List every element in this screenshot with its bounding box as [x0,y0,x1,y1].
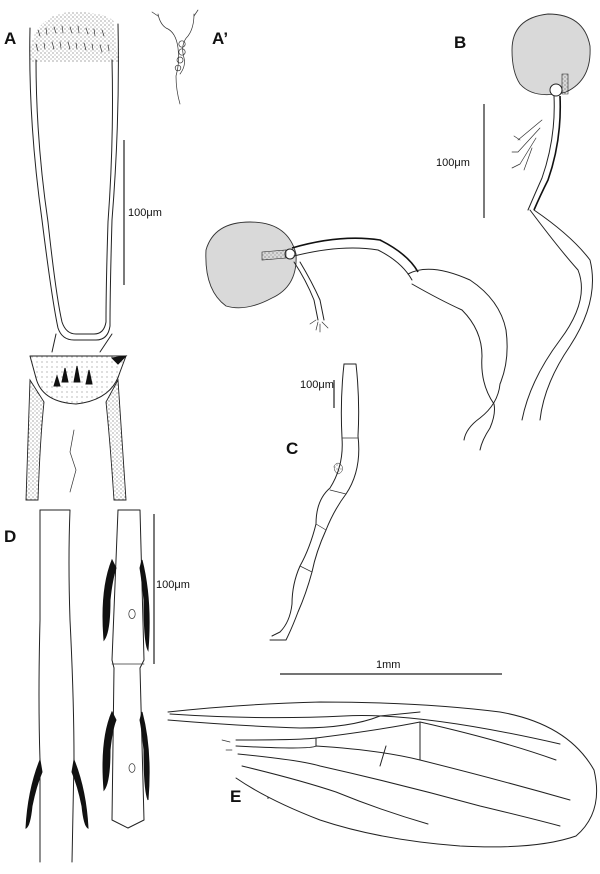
panel-b-drawing [205,13,593,451]
panel-b-upper-sac [511,13,591,96]
scale-label-e: 1mm [376,659,400,671]
panel-e-wing-outline [167,701,598,848]
panel-e-drawing [167,701,598,848]
panel-label-d: D [4,527,16,546]
panel-b-lower-sac [205,221,297,309]
scale-label-a: 100μm [128,207,162,219]
panel-a-lower-wall-right [105,378,127,501]
panel-label-c: C [286,439,298,458]
panel-d-spine-left-b [71,758,89,829]
panel-d-spine-right-a [102,558,117,642]
panel-a-cap-texture [30,12,118,62]
panel-c-drawing [269,363,360,641]
panel-d-spine-left-a [25,758,43,829]
panel-d-drawing [25,509,150,863]
panel-label-a-prime: A’ [212,29,228,48]
panel-label-e: E [230,787,241,806]
panel-a-prime-drawing [151,9,199,105]
scale-label-b: 100μm [436,157,470,169]
panel-a-drawing [25,12,128,501]
scale-label-c: 100μm [300,379,334,391]
panel-d-spine-right-b [139,559,150,652]
scale-label-d: 100μm [156,579,190,591]
panel-label-a: A [4,29,16,48]
panel-a-lower-wall-left [25,378,45,501]
panel-label-b: B [454,33,466,52]
